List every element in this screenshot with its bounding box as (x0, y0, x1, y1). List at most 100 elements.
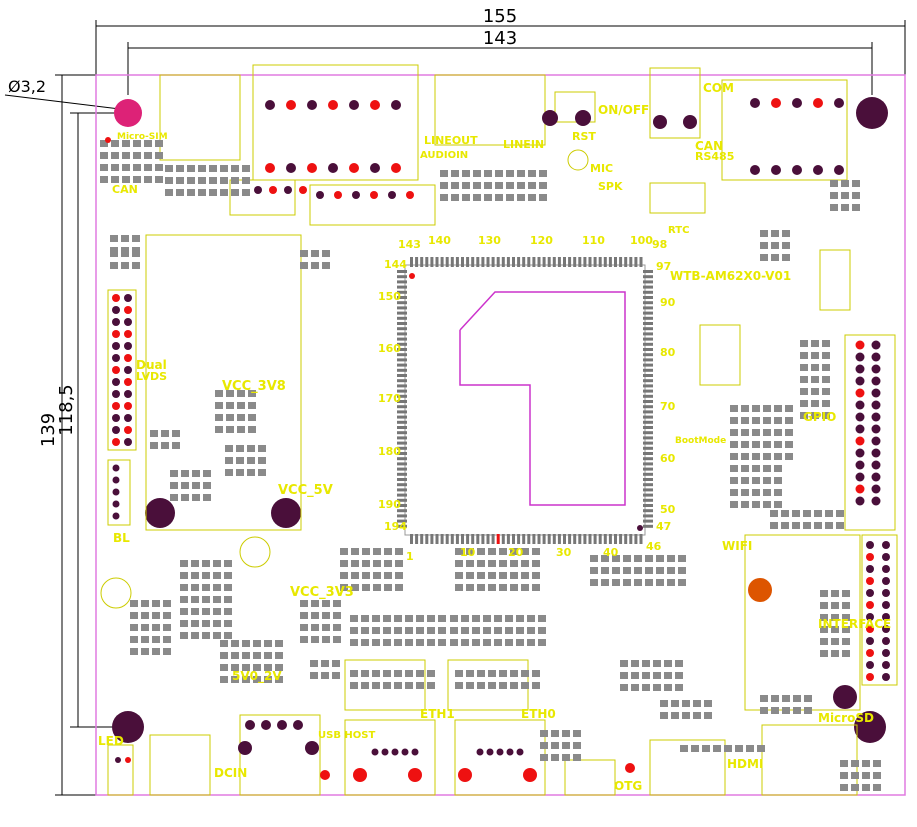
smd-pad (774, 477, 782, 484)
smd-pad (631, 660, 639, 667)
smd-pad (351, 584, 359, 591)
smd-pad (180, 572, 188, 579)
smd-pad (361, 670, 369, 677)
soc-pin (397, 441, 407, 445)
smd-pad (155, 140, 163, 147)
label-gpio: GPIO (803, 410, 836, 424)
smd-pad (682, 700, 690, 707)
smd-pad (495, 182, 503, 189)
smd-pad (752, 429, 760, 436)
smd-pad (803, 522, 811, 529)
smd-pad (495, 194, 503, 201)
smd-pad (224, 560, 232, 567)
smd-pad (224, 584, 232, 591)
eth-pin (391, 748, 399, 756)
smd-pad (741, 465, 749, 472)
smd-pad (730, 429, 738, 436)
smd-pad (800, 388, 808, 395)
soc-pin (415, 534, 419, 544)
smd-pad (322, 600, 330, 607)
soc-pin (643, 316, 653, 320)
dim-top-inner: 143 (483, 28, 517, 49)
soc-pin (435, 257, 439, 267)
smd-pad (275, 676, 283, 683)
smd-pad (202, 572, 210, 579)
usb-shield-pin (238, 741, 252, 755)
header-pin (124, 306, 132, 314)
smd-pad (405, 682, 413, 689)
header-pin (855, 448, 865, 458)
connector-pin (286, 100, 296, 110)
smd-pad (760, 230, 768, 237)
smd-pad (215, 426, 223, 433)
connector-pin (391, 163, 401, 173)
smd-pad (100, 176, 108, 183)
smd-pad (840, 760, 848, 767)
soc-pin (643, 509, 653, 513)
smd-pad (760, 242, 768, 249)
header-pin (882, 637, 890, 645)
soc-pin (397, 514, 407, 518)
soc-pin (397, 394, 407, 398)
soc-pin (643, 493, 653, 497)
silkscreen-outlines (100, 64, 898, 796)
smd-pad (510, 560, 518, 567)
soc-pin (512, 257, 515, 267)
soc-pin (445, 534, 449, 544)
smd-pad (590, 579, 598, 586)
soc-pin (397, 337, 407, 341)
smd-pad (851, 760, 859, 767)
smd-pad (253, 652, 261, 659)
smd-pad (800, 340, 808, 347)
smd-pad (831, 626, 839, 633)
smd-pad (152, 648, 160, 655)
soc-pin (397, 446, 407, 450)
smd-pad (842, 590, 850, 597)
smd-pad (822, 352, 830, 359)
label-com: COM (703, 81, 734, 95)
label-vcc-3v8: VCC_3V8 (222, 379, 286, 394)
smd-pad (395, 560, 403, 567)
soc-pin (397, 332, 407, 336)
soc-pin (624, 534, 628, 544)
soc-pin (517, 257, 521, 267)
soc-pin (486, 257, 490, 267)
smd-pad (506, 170, 514, 177)
smd-pad (521, 548, 529, 555)
smd-pad (793, 695, 801, 702)
pin-number-label: 60 (660, 452, 676, 465)
smd-pad (741, 417, 749, 424)
smd-pad (121, 235, 129, 242)
soc-pin (643, 488, 653, 492)
header-pin (866, 553, 874, 561)
smd-pad (438, 615, 446, 622)
soc-pin (568, 534, 572, 544)
smd-pad (170, 494, 178, 501)
smd-pad (472, 615, 480, 622)
smd-pad (494, 615, 502, 622)
smd-pad (333, 612, 341, 619)
smd-pad (111, 164, 119, 171)
soc-pin (643, 342, 653, 346)
smd-pad (362, 548, 370, 555)
smd-pad (873, 784, 881, 791)
smd-pad (165, 177, 173, 184)
soc-pin (643, 467, 653, 471)
soc-pin (643, 426, 653, 429)
soc-pin (614, 534, 617, 544)
smd-pad (678, 555, 686, 562)
smd-pad (213, 560, 221, 567)
label-bl: BL (113, 531, 130, 545)
smd-pad (461, 627, 469, 634)
smd-pad (440, 194, 448, 201)
label-line-in: LINEIN (503, 138, 544, 151)
smd-pad (258, 445, 266, 452)
smd-pad (831, 590, 839, 597)
soc-pin (397, 374, 407, 377)
smd-pad (333, 600, 341, 607)
soc-pin (450, 257, 454, 267)
smd-pad (395, 548, 403, 555)
smd-pad (820, 614, 828, 621)
header-pin (124, 354, 132, 362)
smd-pad (427, 682, 435, 689)
